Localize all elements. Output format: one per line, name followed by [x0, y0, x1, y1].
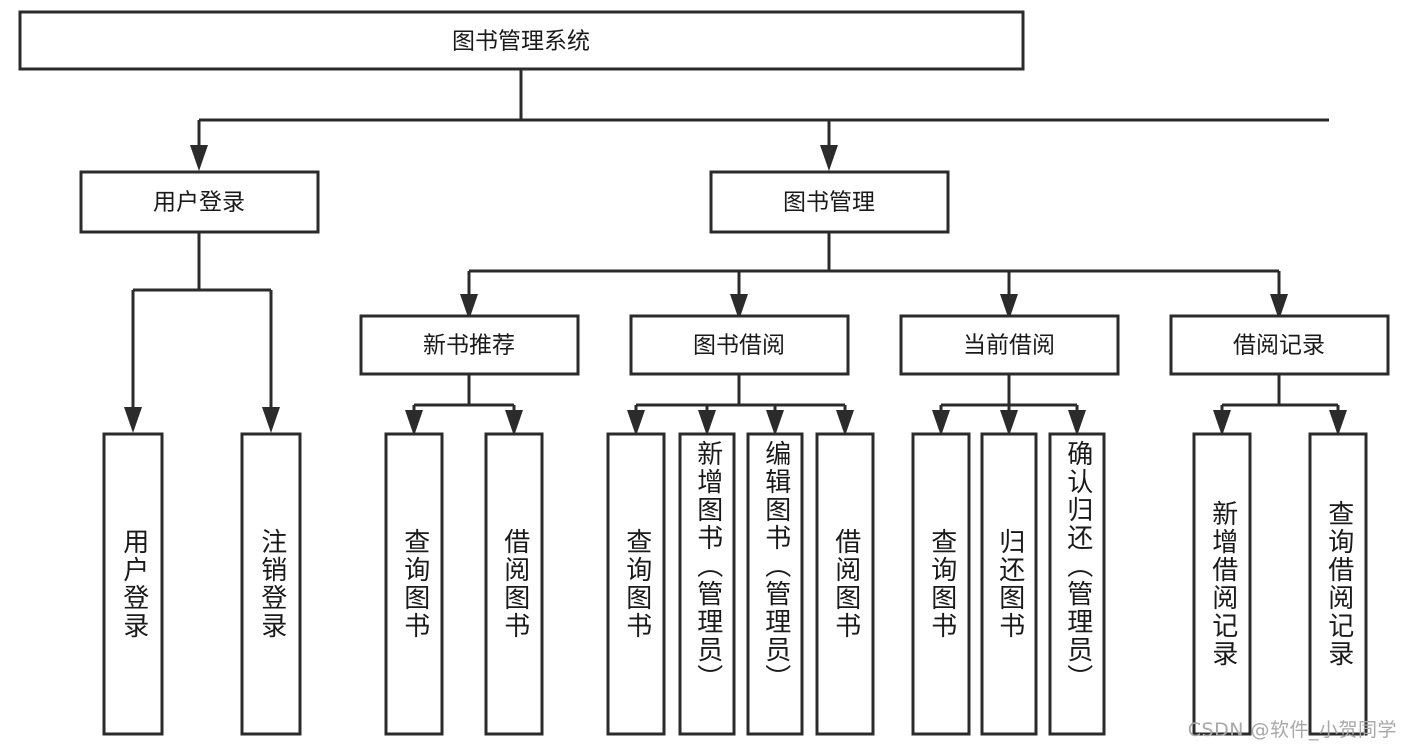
node-book-management-label: 图书管理: [783, 190, 875, 216]
leaf-box-current-confirm[interactable]: [1048, 432, 1106, 736]
leaf-box-user-login-logout[interactable]: [240, 432, 302, 736]
leaf-box-record-query[interactable]: [1308, 432, 1368, 736]
node-new-book-recommend-label: 新书推荐: [423, 333, 515, 359]
leaf-box-borrow-add[interactable]: [678, 432, 736, 736]
leaf-box-newbook-borrow[interactable]: [484, 432, 544, 736]
leaf-box-newbook-query[interactable]: [384, 432, 444, 736]
connector-current-to-leaves: [932, 374, 1086, 436]
leaf-box-borrow-lend[interactable]: [815, 432, 875, 736]
node-root-system[interactable]: 图书管理系统: [18, 10, 1025, 71]
leaf-box-current-query[interactable]: [911, 432, 971, 736]
connector-userlogin-to-leaves: [124, 232, 280, 433]
leaf-box-user-login-login[interactable]: [102, 432, 164, 736]
csdn-watermark: CSDN @软件_小贺同学: [1187, 719, 1397, 741]
leaf-box-borrow-edit[interactable]: [746, 432, 804, 736]
node-user-login[interactable]: 用户登录: [79, 170, 320, 234]
leaf-box-record-add[interactable]: [1192, 432, 1252, 736]
connector-borrow-to-leaves: [627, 374, 854, 436]
leaf-box-borrow-query[interactable]: [606, 432, 666, 736]
node-book-borrow[interactable]: 图书借阅: [629, 314, 850, 376]
node-borrow-record[interactable]: 借阅记录: [1169, 314, 1390, 376]
node-user-login-label: 用户登录: [153, 190, 245, 216]
node-current-borrow-label: 当前借阅: [963, 333, 1055, 359]
connector-bookmgmt-to-level3: [460, 232, 1288, 320]
leaf-box-current-return[interactable]: [980, 432, 1038, 736]
connector-root-to-level2: [190, 69, 1329, 171]
node-book-management[interactable]: 图书管理: [709, 170, 950, 234]
node-current-borrow[interactable]: 当前借阅: [899, 314, 1120, 376]
node-borrow-record-label: 借阅记录: [1233, 333, 1325, 359]
node-new-book-recommend[interactable]: 新书推荐: [359, 314, 580, 376]
node-root-label: 图书管理系统: [452, 29, 590, 55]
connector-newbook-to-leaves: [405, 374, 523, 436]
connector-record-to-leaves: [1213, 374, 1347, 436]
node-book-borrow-label: 图书借阅: [693, 333, 785, 359]
